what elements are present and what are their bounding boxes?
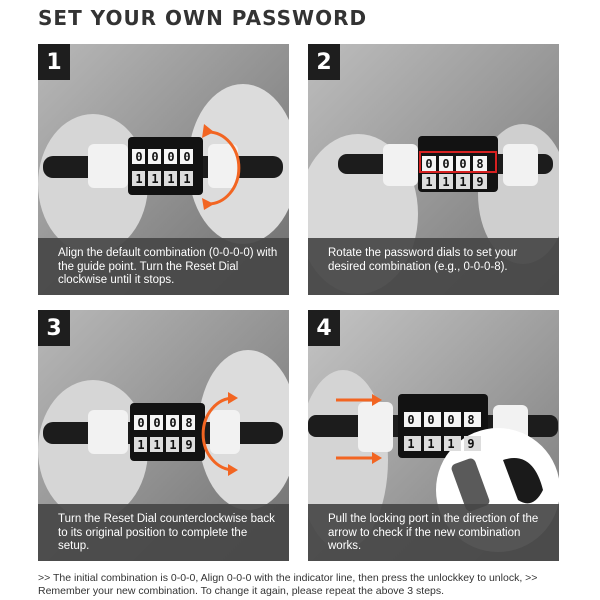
footer-instructions: >> The initial combination is 0-0-0, Ali… xyxy=(38,572,538,597)
dial-wheel-3 xyxy=(444,436,461,451)
dial-wheel-2 xyxy=(424,436,441,451)
dial-wheel-2 xyxy=(150,437,163,452)
step-caption: Pull the locking port in the direction o… xyxy=(308,504,559,561)
dial-wheel-1 xyxy=(422,156,436,171)
dial-digit: 1 xyxy=(137,438,144,452)
dial-digit: 0 xyxy=(183,150,190,164)
dial-wheel-1 xyxy=(404,412,421,427)
dial-digit: 0 xyxy=(407,413,414,427)
dial-digit: 0 xyxy=(137,416,144,430)
dial-digit: 1 xyxy=(135,172,142,186)
dial-digit: 0 xyxy=(459,157,466,171)
dial-digit: 1 xyxy=(167,172,174,186)
dial-wheel-2 xyxy=(148,149,161,164)
dial-digit: 0 xyxy=(425,157,432,171)
dial-wheel-2 xyxy=(148,171,161,186)
dial-wheel-1 xyxy=(134,437,147,452)
dial-wheel-4 xyxy=(464,412,481,427)
dial-digit: 1 xyxy=(169,438,176,452)
dial-digit: 1 xyxy=(447,437,454,451)
dial-digit: 1 xyxy=(151,172,158,186)
step-caption: Turn the Reset Dial counterclockwise bac… xyxy=(38,504,289,561)
dial-digit: 9 xyxy=(185,438,192,452)
dial-wheel-2 xyxy=(150,415,163,430)
dial-wheel-1 xyxy=(132,149,145,164)
dial-digit: 1 xyxy=(425,175,432,189)
dial-digit: 9 xyxy=(467,437,474,451)
dial-wheel-2 xyxy=(424,412,441,427)
dial-digit: 0 xyxy=(427,413,434,427)
dial-digit: 1 xyxy=(183,172,190,186)
dial-digit: 0 xyxy=(135,150,142,164)
dial-wheel-3 xyxy=(164,149,177,164)
step-number-badge: 2 xyxy=(308,44,340,80)
dial-wheel-3 xyxy=(444,412,461,427)
dial-digit: 0 xyxy=(167,150,174,164)
dial-wheel-4 xyxy=(180,171,193,186)
dial-wheel-4 xyxy=(182,437,195,452)
dial-digit: 1 xyxy=(459,175,466,189)
step-number-badge: 4 xyxy=(308,310,340,346)
dial-digit: 1 xyxy=(427,437,434,451)
dial-digit: 0 xyxy=(169,416,176,430)
dial-wheel-4 xyxy=(464,436,481,451)
dial-wheel-1 xyxy=(134,415,147,430)
dial-wheel-3 xyxy=(164,171,177,186)
dial-wheel-4 xyxy=(473,174,487,189)
dial-wheel-2 xyxy=(439,174,453,189)
dial-digit: 0 xyxy=(153,416,160,430)
dial-digit: 8 xyxy=(467,413,474,427)
dial-digit: 9 xyxy=(476,175,483,189)
dial-digit: 1 xyxy=(153,438,160,452)
dial-digit: 0 xyxy=(447,413,454,427)
dial-wheel-3 xyxy=(456,156,470,171)
step-caption: Rotate the password dials to set your de… xyxy=(308,238,559,295)
dial-digit: 0 xyxy=(151,150,158,164)
dial-digit: 1 xyxy=(442,175,449,189)
dial-wheel-4 xyxy=(180,149,193,164)
dial-wheel-3 xyxy=(166,415,179,430)
dial-digit: 0 xyxy=(442,157,449,171)
dial-wheel-3 xyxy=(166,437,179,452)
dial-wheel-1 xyxy=(422,174,436,189)
dial-wheel-3 xyxy=(456,174,470,189)
dial-wheel-1 xyxy=(132,171,145,186)
step-number-badge: 1 xyxy=(38,44,70,80)
dial-wheel-4 xyxy=(473,156,487,171)
dial-wheel-4 xyxy=(182,415,195,430)
dial-digit: 1 xyxy=(407,437,414,451)
step-caption: Align the default combination (0-0-0-0) … xyxy=(38,238,289,295)
dial-wheel-1 xyxy=(404,436,421,451)
page-title: SET YOUR OWN PASSWORD xyxy=(38,6,368,30)
dial-digit: 8 xyxy=(185,416,192,430)
step-number-badge: 3 xyxy=(38,310,70,346)
dial-wheel-2 xyxy=(439,156,453,171)
dial-digit: 8 xyxy=(476,157,483,171)
